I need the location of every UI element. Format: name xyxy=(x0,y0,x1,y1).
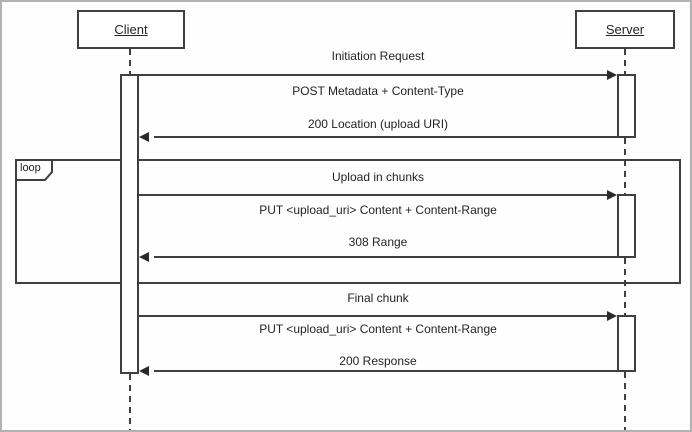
server-activation-bar-3 xyxy=(617,315,636,372)
client-actor-box: Client xyxy=(77,10,185,49)
client-activation-bar xyxy=(120,74,139,374)
message-label-308-range: 308 Range xyxy=(348,235,408,249)
response-arrow-2 xyxy=(154,256,617,258)
response-arrowhead-left-icon xyxy=(139,132,149,142)
loop-fragment-frame xyxy=(15,159,681,284)
server-lifeline xyxy=(624,49,626,74)
server-lifeline xyxy=(624,258,626,315)
request-arrowhead-right-icon xyxy=(607,190,617,200)
message-label-put-final: PUT <upload_uri> Content + Content-Range xyxy=(259,322,497,336)
loop-pentagon-icon xyxy=(15,159,53,181)
server-actor-label: Server xyxy=(605,22,645,37)
request-arrow-1 xyxy=(138,74,608,76)
message-label-200-response: 200 Response xyxy=(339,354,417,368)
section-label-final-chunk: Final chunk xyxy=(347,291,409,305)
request-arrowhead-right-icon xyxy=(607,70,617,80)
request-arrowhead-right-icon xyxy=(607,311,617,321)
response-arrow-1 xyxy=(154,136,617,138)
client-actor-label: Client xyxy=(114,22,148,37)
response-arrowhead-left-icon xyxy=(139,252,149,262)
message-label-200-location: 200 Location (upload URI) xyxy=(307,117,449,131)
server-lifeline xyxy=(624,372,626,430)
loop-operator-tag: loop xyxy=(15,159,55,181)
server-activation-bar-2 xyxy=(617,194,636,258)
section-label-initiation: Initiation Request xyxy=(331,49,425,63)
server-lifeline xyxy=(624,138,626,194)
message-label-post-metadata: POST Metadata + Content-Type xyxy=(292,84,464,98)
server-actor-box: Server xyxy=(575,10,675,49)
response-arrowhead-left-icon xyxy=(139,366,149,376)
client-lifeline xyxy=(129,49,131,74)
request-arrow-3 xyxy=(138,315,608,317)
client-lifeline xyxy=(129,374,131,430)
message-label-put-chunk: PUT <upload_uri> Content + Content-Range xyxy=(259,203,497,217)
section-label-upload-chunks: Upload in chunks xyxy=(331,170,425,184)
request-arrow-2 xyxy=(138,194,608,196)
response-arrow-3 xyxy=(154,370,617,372)
server-activation-bar-1 xyxy=(617,74,636,138)
loop-operator-label: loop xyxy=(20,162,41,174)
